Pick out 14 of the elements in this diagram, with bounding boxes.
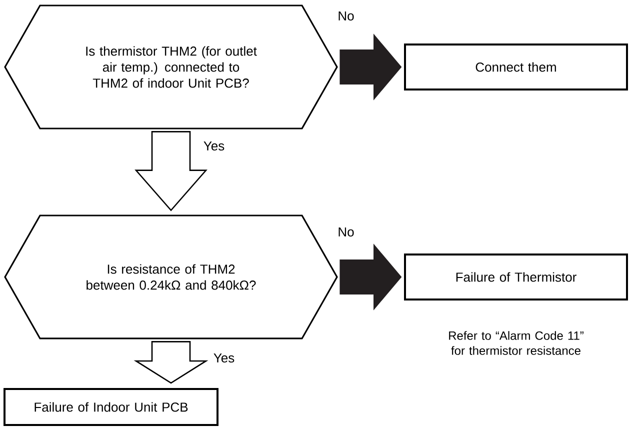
decision-hexagon: Is thermistor THM2 (for outlet air temp.) connected to THM2 of indoor Unit PCB?	[4, 4, 338, 130]
edge-label: No	[338, 11, 354, 21]
block-arrow	[134, 341, 208, 384]
edge-label: No	[338, 227, 354, 237]
process-box: Failure of Indoor Unit PCB	[4, 388, 218, 426]
block-arrow	[340, 34, 402, 100]
process-box: Failure of Thermistor	[404, 254, 628, 300]
note-text: Refer to “Alarm Code 11” for thermistor resistance	[449, 331, 584, 355]
edge-label: Yes	[204, 141, 224, 151]
block-arrow	[134, 131, 208, 212]
process-box: Connect them	[404, 44, 628, 90]
decision-hexagon: Is resistance of THM2 between 0.24kΩ and 840kΩ?	[4, 214, 338, 340]
block-arrow	[340, 244, 402, 310]
edge-label: Yes	[214, 353, 234, 363]
